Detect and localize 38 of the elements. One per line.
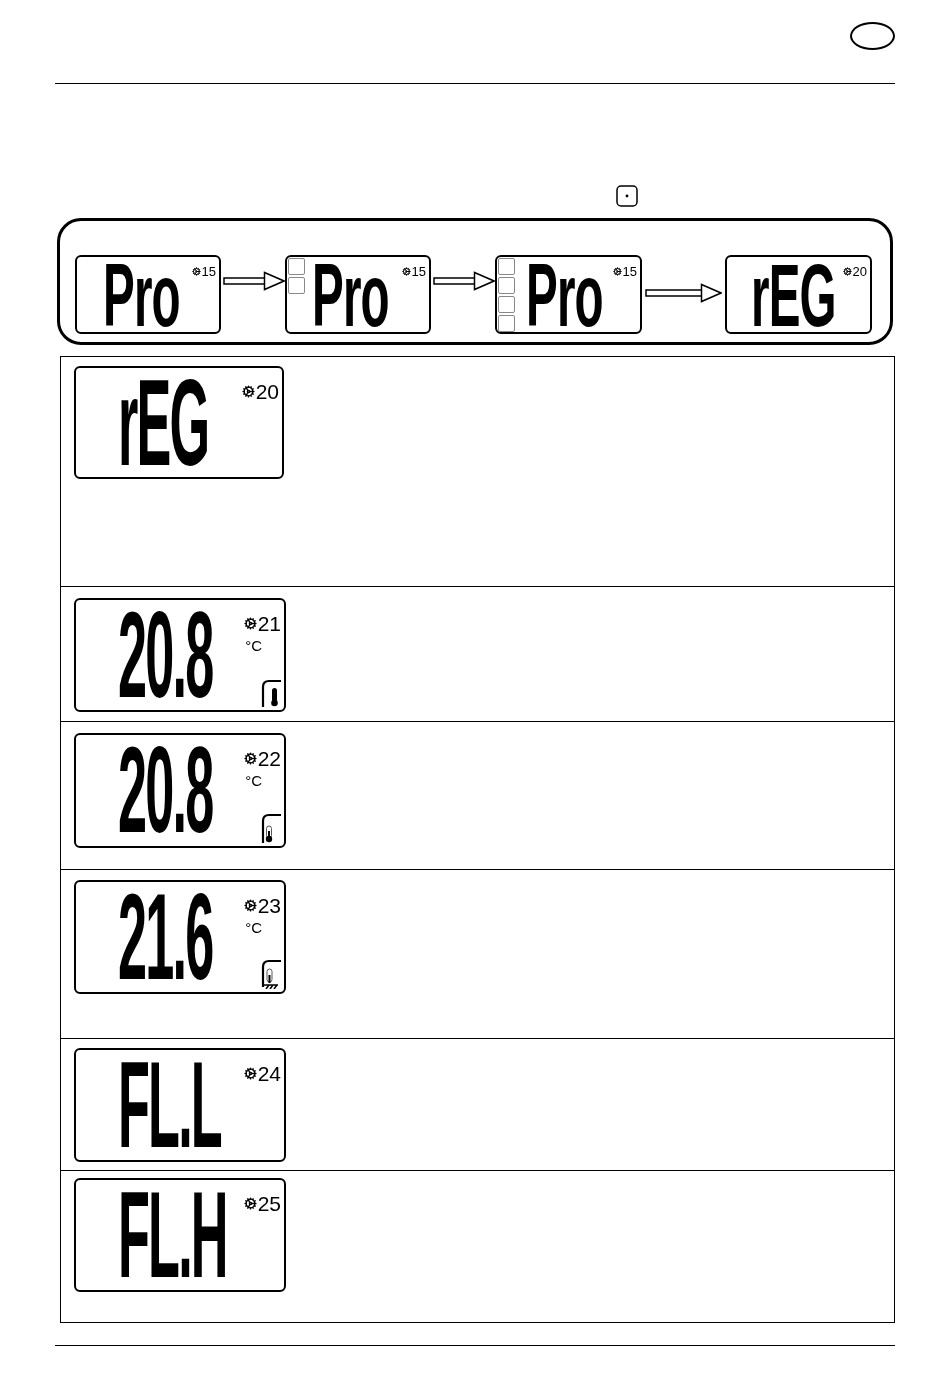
display-readout: 20.8 <box>118 744 213 836</box>
unit-label: °C <box>245 773 262 788</box>
parameter-number: 15 <box>201 265 216 278</box>
parameter-number: 20 <box>255 381 279 402</box>
lcd-display <box>74 733 286 848</box>
unit-label: °C <box>245 920 262 935</box>
display-readout: Pro <box>526 262 603 330</box>
parameter-number: 15 <box>622 265 637 278</box>
settings-table <box>60 356 895 1323</box>
lcd-display <box>74 880 286 994</box>
lcd-display <box>75 255 221 334</box>
display-readout: 20.8 <box>118 609 213 701</box>
parameter-number: 25 <box>257 1193 281 1214</box>
parameter-number: 23 <box>257 895 281 916</box>
display-readout: 21.6 <box>118 891 213 983</box>
display-readout: Pro <box>312 262 389 330</box>
parameter-number: 20 <box>852 265 867 278</box>
lcd-display <box>74 1178 286 1292</box>
unit-label: °C <box>245 638 262 653</box>
display-readout: Pro <box>103 262 180 330</box>
display-readout: rEG <box>751 262 836 330</box>
arrow <box>645 283 722 303</box>
parameter-number: 22 <box>257 748 281 769</box>
lcd-display <box>285 255 431 334</box>
display-readout: FL.L <box>118 1059 221 1151</box>
lcd-display <box>725 255 872 334</box>
parameter-number: 24 <box>257 1063 281 1084</box>
display-readout: FL.H <box>118 1189 227 1281</box>
lcd-display <box>74 598 286 712</box>
parameter-number: 15 <box>411 265 426 278</box>
display-sequence-panel <box>57 218 893 345</box>
arrow <box>223 271 285 291</box>
lcd-display <box>74 366 284 479</box>
display-readout: rEG <box>118 377 209 469</box>
lcd-display <box>495 255 642 334</box>
parameter-number: 21 <box>257 613 281 634</box>
arrow <box>433 271 495 291</box>
lcd-display <box>74 1048 286 1162</box>
